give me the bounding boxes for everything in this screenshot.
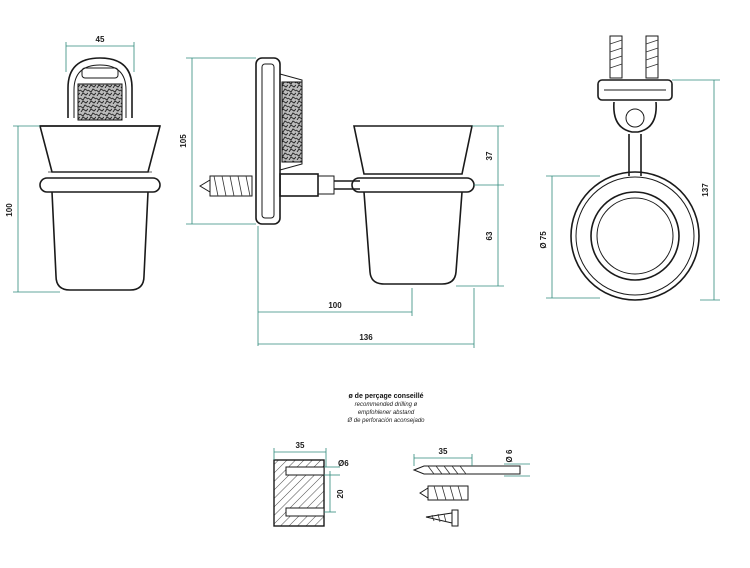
hardware: 35 Ø 6 bbox=[412, 447, 530, 527]
dim-wall-diameter: Ø6 bbox=[338, 459, 349, 468]
dim-side-arm: 100 bbox=[328, 301, 342, 310]
dim-wall-depth: 20 bbox=[336, 489, 345, 498]
side-view: 105 37 63 100 136 bbox=[179, 57, 504, 348]
drilling-en: recommended drilling ø bbox=[355, 402, 418, 408]
dim-wall-width: 35 bbox=[296, 441, 305, 450]
dim-drill-length: 35 bbox=[439, 447, 448, 456]
dim-front-width: 45 bbox=[96, 35, 105, 44]
dim-front-height: 100 bbox=[5, 203, 14, 217]
dim-side-cup-bottom: 63 bbox=[485, 231, 494, 240]
wall-section: 35 Ø6 20 bbox=[273, 441, 349, 527]
dim-side-total: 136 bbox=[359, 333, 373, 342]
front-view: 45 100 bbox=[5, 35, 162, 293]
end-view: Ø 75 137 bbox=[539, 35, 720, 301]
dim-ring-diameter: Ø 75 bbox=[539, 231, 548, 249]
drilling-de: empfohlener abstand bbox=[358, 410, 415, 416]
dim-side-plate-height: 105 bbox=[179, 134, 188, 148]
dim-side-cup-top: 37 bbox=[485, 151, 494, 160]
drilling-note: ø de perçage conseillé recommended drill… bbox=[346, 393, 425, 424]
dim-drill-diameter: Ø 6 bbox=[505, 449, 514, 462]
drilling-title: ø de perçage conseillé bbox=[348, 393, 423, 400]
dim-end-total: 137 bbox=[701, 183, 710, 197]
drilling-es: Ø de perforación aconsejado bbox=[346, 418, 425, 424]
